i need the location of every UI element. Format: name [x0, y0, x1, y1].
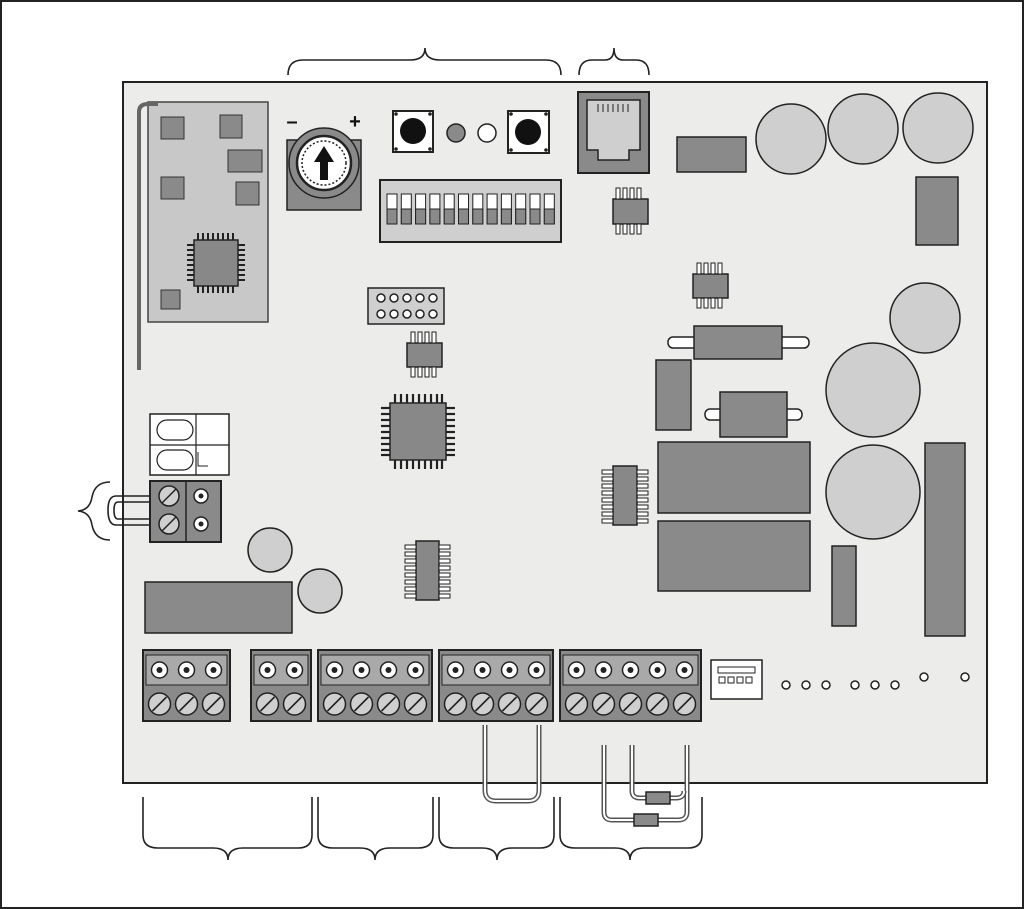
component-block [915, 176, 959, 246]
terminal-pin[interactable] [618, 661, 643, 716]
transformer-block [144, 581, 293, 634]
arrow-up-icon [314, 146, 334, 180]
terminal-pin[interactable] [443, 661, 468, 716]
module-component [160, 116, 185, 140]
terminal-pin[interactable] [282, 661, 307, 716]
capacitor [755, 103, 827, 175]
dip-switch-position[interactable] [400, 193, 412, 225]
brace-terminal-group-3 [438, 797, 555, 861]
programming-header[interactable] [367, 287, 445, 325]
terminal-pin[interactable] [497, 661, 522, 716]
component-block [831, 545, 857, 627]
antenna-wire [137, 102, 158, 370]
resistor [645, 791, 671, 805]
capacitor [889, 282, 961, 354]
capacitor [825, 342, 921, 438]
fuse-holder [149, 413, 230, 476]
relay [657, 441, 811, 514]
component-block [655, 359, 692, 431]
dip-switch-position[interactable] [500, 193, 512, 225]
terminal-pin[interactable] [672, 661, 697, 716]
brace-terminal-group-2 [317, 797, 434, 861]
trimmer-minus-label: – [286, 111, 297, 133]
terminal-pin[interactable] [470, 661, 495, 716]
capacitor [827, 93, 899, 165]
dip-switch-position[interactable] [458, 193, 469, 225]
terminal-pin[interactable] [174, 661, 199, 716]
terminal-pin[interactable] [591, 661, 616, 716]
push-button-1[interactable] [392, 110, 434, 153]
terminal-block-2[interactable] [250, 649, 312, 722]
brace-terminal-group-4 [559, 797, 703, 861]
dip-switch-position[interactable] [472, 193, 484, 225]
microcontroller-chip [381, 394, 455, 469]
dip-switch[interactable] [379, 179, 562, 243]
terminal-block-5[interactable] [559, 649, 702, 722]
module-component [219, 114, 243, 139]
module-component [160, 289, 181, 310]
capacitor [902, 92, 974, 164]
axial-resistor [704, 391, 803, 438]
dip-switch-position[interactable] [386, 193, 398, 225]
small-ic [612, 187, 649, 235]
dip-switch-position[interactable] [543, 193, 555, 225]
antenna-wire-loop [107, 495, 150, 526]
terminal-block-1[interactable] [142, 649, 231, 722]
terminal-pin[interactable] [645, 661, 670, 716]
terminal-blocks [142, 649, 702, 722]
terminal-pin[interactable] [147, 661, 172, 716]
terminal-pin[interactable] [349, 661, 374, 716]
capacitor [297, 568, 343, 614]
relay [657, 520, 811, 592]
jumper-wire-core [484, 725, 540, 802]
terminal-block-4[interactable] [438, 649, 554, 722]
component-block [924, 442, 966, 637]
terminal-pin[interactable] [564, 661, 589, 716]
soic-chip [404, 540, 451, 601]
component-block [676, 136, 747, 173]
dip-switch-position[interactable] [415, 193, 427, 225]
module-component [160, 176, 185, 200]
terminal-block-3[interactable] [317, 649, 433, 722]
dip-switch-position[interactable] [443, 193, 455, 225]
terminal-pin[interactable] [524, 661, 549, 716]
push-button-2[interactable] [507, 110, 550, 154]
module-microcontroller-chip [187, 233, 245, 293]
dip-switch-position[interactable] [515, 193, 527, 225]
brace-rj-connector [578, 47, 650, 76]
brace-antenna-terminal [77, 481, 111, 541]
led-2 [477, 123, 497, 143]
axial-resistor [667, 325, 810, 360]
small-ic [406, 331, 443, 378]
terminal-pin[interactable] [201, 661, 226, 716]
brace-buttons-leds [287, 47, 562, 76]
small-ic [692, 262, 729, 309]
trimmer-plus-label: + [349, 111, 361, 133]
terminal-pin[interactable] [376, 661, 401, 716]
dip-switch-position[interactable] [429, 193, 441, 225]
antenna-terminal[interactable] [149, 480, 222, 543]
resistor [633, 813, 659, 827]
led-1 [446, 123, 466, 143]
capacitor [247, 527, 293, 573]
capacitor [825, 444, 921, 540]
module-component [235, 181, 260, 206]
module-component [227, 149, 263, 173]
soic-chip [601, 465, 649, 526]
terminal-pin[interactable] [255, 661, 280, 716]
test-pads [781, 672, 970, 690]
small-connector[interactable] [710, 659, 763, 700]
brace-terminal-group-1 [142, 797, 313, 861]
dip-switch-position[interactable] [529, 193, 541, 225]
terminal-pin[interactable] [322, 661, 347, 716]
terminal-pin[interactable] [403, 661, 428, 716]
safety-resistor-wiring [601, 745, 690, 827]
dip-switch-position[interactable] [486, 193, 498, 225]
trimmer-potentiometer[interactable] [286, 127, 362, 211]
rj-connector[interactable] [577, 91, 650, 174]
